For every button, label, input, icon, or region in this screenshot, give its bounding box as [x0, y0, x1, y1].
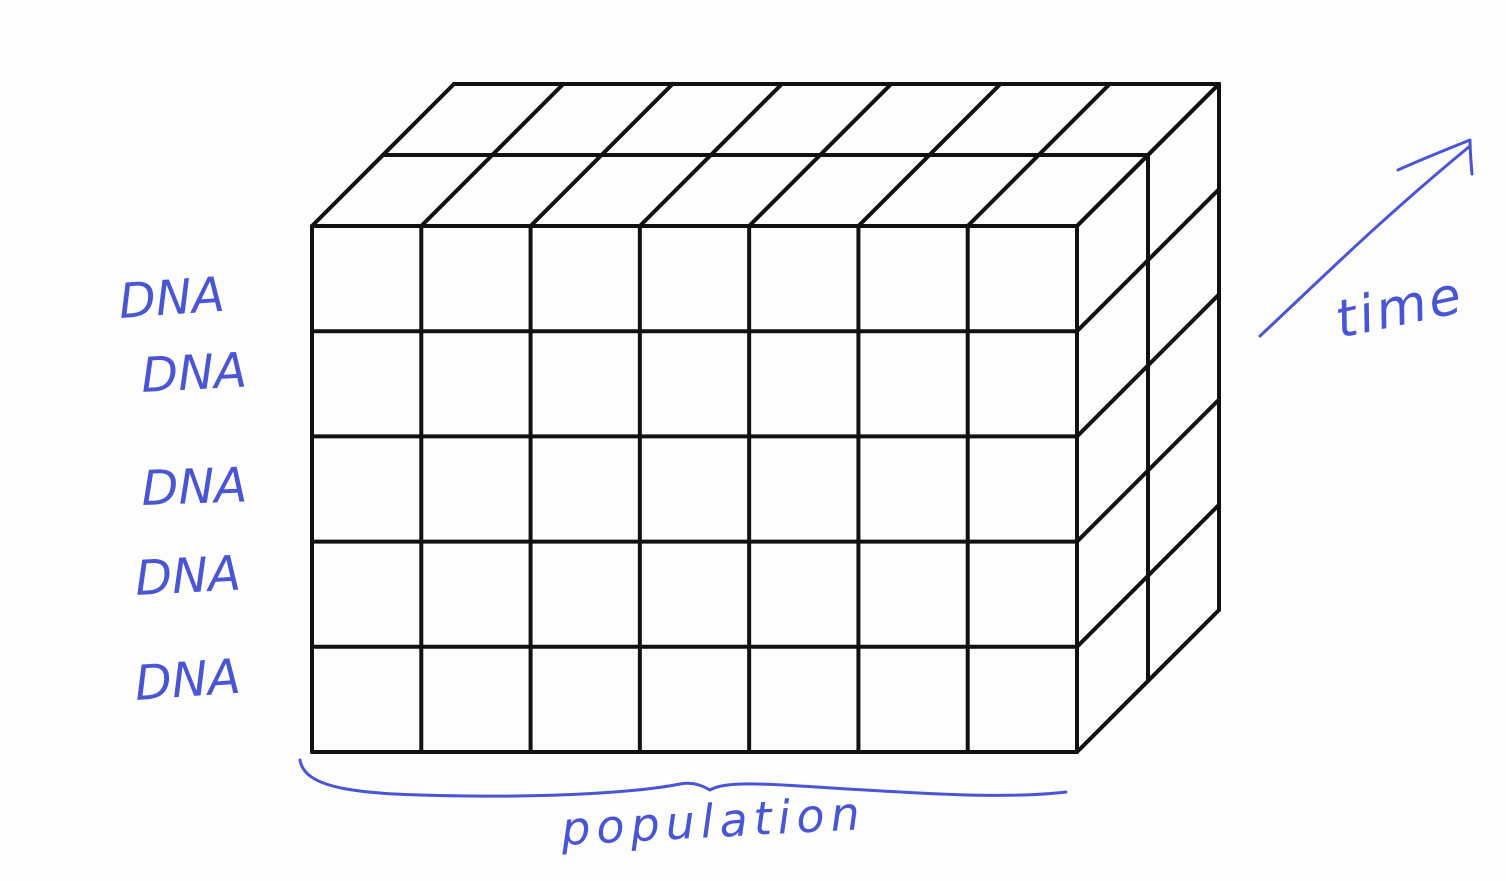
row-label-dna: DNA [117, 267, 226, 330]
time-arrow-icon [1258, 138, 1474, 338]
side-depth-line [1075, 292, 1221, 439]
row-label-dna: DNA [140, 343, 248, 404]
side-depth-line [1075, 502, 1221, 649]
data-cube [310, 82, 1221, 754]
side-depth-line [1075, 608, 1221, 754]
row-labels: DNA DNA DNA DNA DNA [117, 267, 248, 712]
row-label-dna: DNA [133, 649, 242, 712]
row-label-dna: DNA [140, 457, 248, 517]
side-depth-line [1075, 397, 1221, 544]
population-brace [298, 758, 1068, 798]
side-depth-line [1075, 187, 1221, 334]
population-label: population [559, 786, 867, 856]
time-label: time [1330, 265, 1469, 351]
row-label-dna: DNA [134, 546, 242, 607]
side-depth-line [1075, 82, 1221, 228]
